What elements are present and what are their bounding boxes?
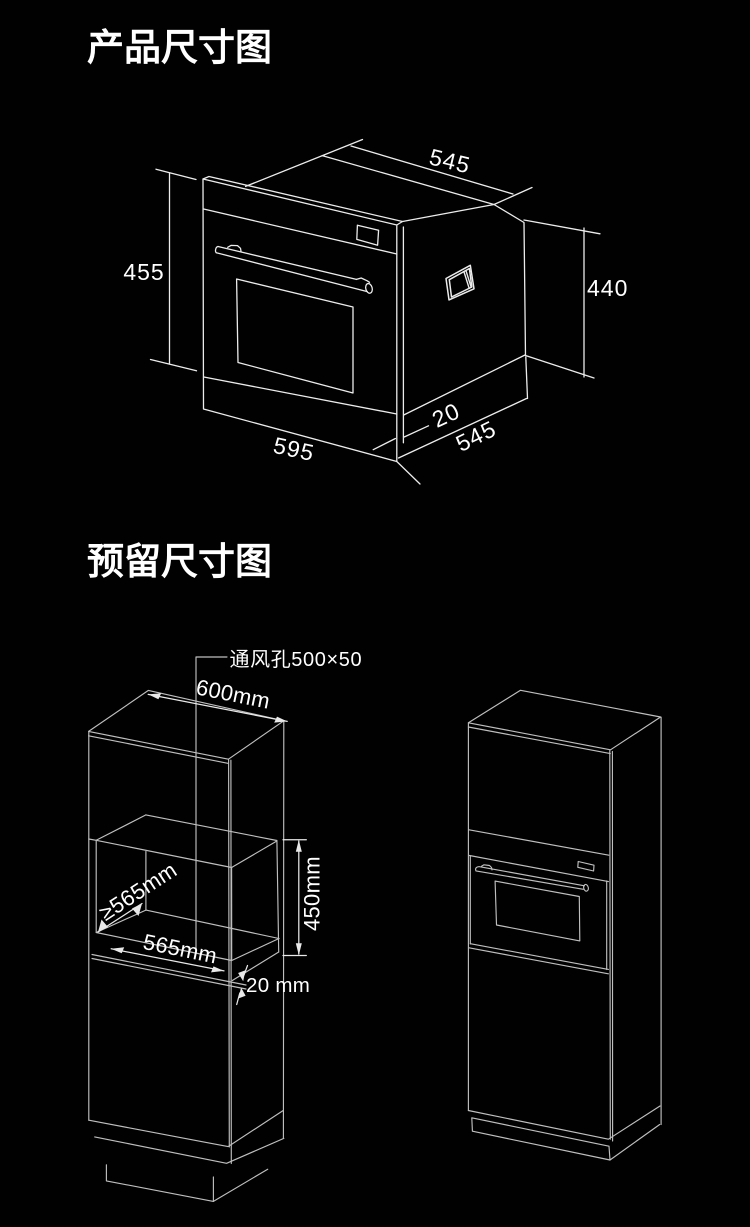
svg-text:455: 455 [123,259,164,285]
svg-text:20 mm: 20 mm [246,974,310,997]
svg-text:产品尺寸图: 产品尺寸图 [87,27,272,68]
svg-text:450mm: 450mm [300,856,325,931]
svg-text:通风孔500×50: 通风孔500×50 [230,648,363,671]
svg-text:预留尺寸图: 预留尺寸图 [87,541,272,582]
svg-text:440: 440 [587,275,628,301]
